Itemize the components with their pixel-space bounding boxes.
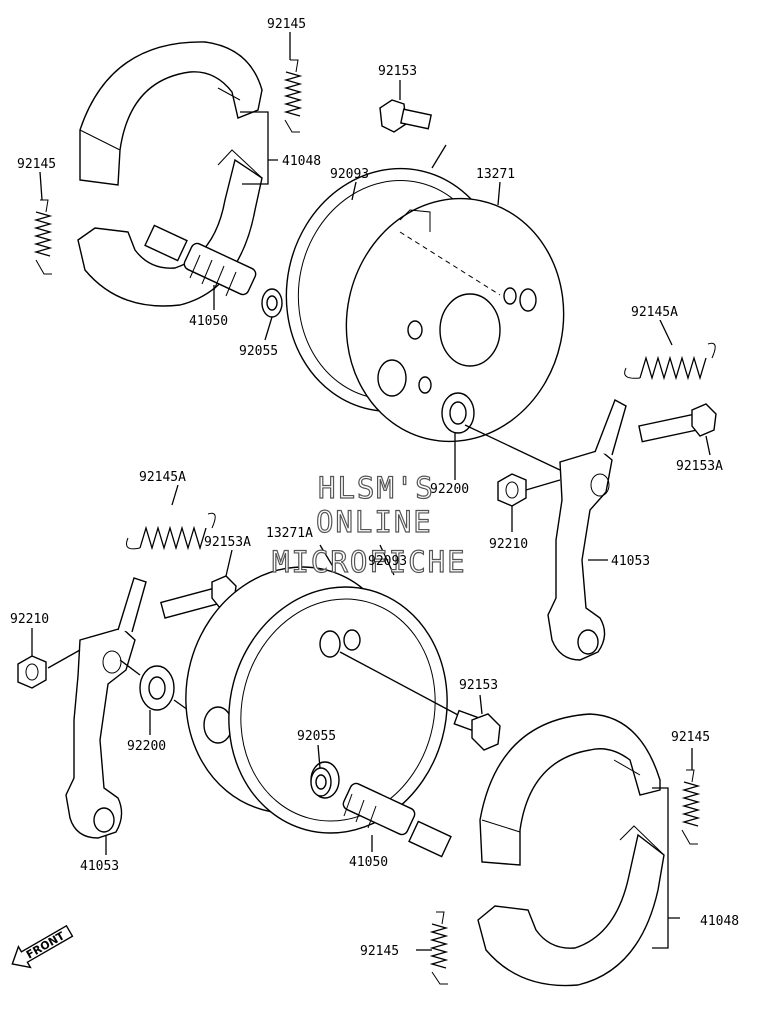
label-41050-upper: 41050 — [189, 314, 228, 329]
label-92210-left: 92210 — [10, 612, 49, 627]
spring-upper-top — [283, 59, 303, 133]
nut-left — [17, 655, 47, 689]
label-92145-upper-side: 92145 — [17, 157, 56, 172]
seal-lower — [228, 586, 448, 834]
spring-left — [126, 512, 216, 551]
front-label: FRONT — [24, 929, 67, 962]
label-92145-lower-bottom: 92145 — [360, 944, 399, 959]
label-41053-right: 41053 — [611, 554, 650, 569]
washer-left — [139, 665, 175, 711]
label-41048-lower: 41048 — [700, 914, 739, 929]
spring-lower-right — [681, 769, 701, 845]
label-13271A-lower: 13271A — [266, 526, 313, 541]
bolt-upper — [379, 99, 432, 133]
part-labels: 92145 92145 41048 41050 92055 92153 9209… — [10, 17, 739, 959]
front-arrow: FRONT — [11, 924, 74, 969]
label-41053-left: 41053 — [80, 859, 119, 874]
label-92153A-right: 92153A — [676, 459, 723, 474]
washer-right — [441, 392, 475, 434]
label-92153-lower: 92153 — [459, 678, 498, 693]
lever-right — [547, 399, 627, 661]
washer-upper — [261, 288, 283, 318]
washer-lower — [310, 767, 332, 797]
label-13271-upper: 13271 — [476, 167, 515, 182]
camshaft-lower — [342, 782, 452, 858]
bolt-lower — [453, 709, 501, 751]
nut-right — [497, 473, 527, 507]
brake-shoe-lower-bottom — [477, 825, 665, 987]
leader-lines — [31, 32, 711, 951]
label-92200-right: 92200 — [430, 482, 469, 497]
label-92145A-right: 92145A — [631, 305, 678, 320]
lever-left — [65, 577, 147, 839]
label-92153-upper: 92153 — [378, 64, 417, 79]
label-92093-lower: 92093 — [368, 554, 407, 569]
camshaft-upper — [144, 224, 257, 297]
label-92200-left: 92200 — [127, 739, 166, 754]
label-92145A-left: 92145A — [139, 470, 186, 485]
label-41050-lower: 41050 — [349, 855, 388, 870]
label-92093-upper: 92093 — [330, 167, 369, 182]
spring-right — [624, 342, 716, 381]
label-92055-lower: 92055 — [297, 729, 336, 744]
brake-shoe-upper-top — [79, 41, 263, 186]
brake-shoe-lower-top — [479, 713, 661, 866]
label-92210-right: 92210 — [489, 537, 528, 552]
spring-lower-bottom — [429, 911, 449, 985]
brake-panel-upper — [345, 197, 565, 443]
watermark-line-1: HLSM'S — [318, 471, 435, 505]
label-92145-lower-right: 92145 — [671, 730, 710, 745]
watermark-line-2: ONLINE — [316, 505, 433, 539]
watermark: HLSM'S ONLINE MICROFICHE — [271, 470, 467, 579]
label-92153A-left: 92153A — [204, 535, 251, 550]
bolt-right — [638, 403, 717, 443]
spring-upper-side — [33, 199, 53, 275]
label-92145-upper-top: 92145 — [267, 17, 306, 32]
label-92055-upper: 92055 — [239, 344, 278, 359]
watermark-line-3: MICROFICHE — [272, 545, 467, 579]
label-41048-upper: 41048 — [282, 154, 321, 169]
